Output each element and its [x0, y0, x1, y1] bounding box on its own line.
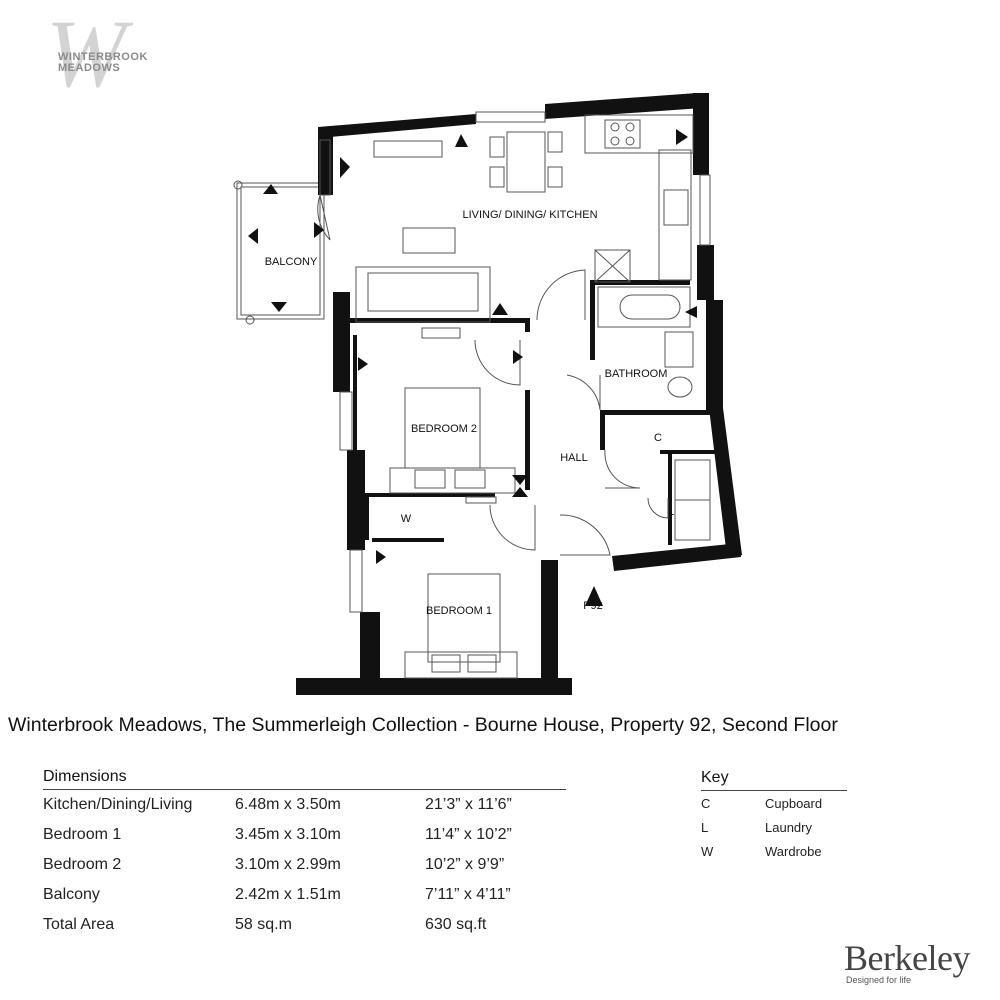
key-legend: Key C Cupboard L Laundry W Wardrobe: [701, 769, 847, 863]
floor-plan: LIVING/ DINING/ KITCHEN BALCONY BEDROOM …: [233, 93, 742, 695]
key-code: W: [701, 843, 714, 859]
dimension-metric: 3.45m x 3.10m: [235, 826, 341, 843]
room-label-living: LIVING/ DINING/ KITCHEN: [462, 209, 597, 221]
dimension-room: Balcony: [43, 886, 100, 903]
key-code: L: [701, 819, 709, 835]
windows: [319, 111, 711, 613]
dimensions-row: Kitchen/Dining/Living 6.48m x 3.50m 21’3…: [43, 790, 566, 820]
dimensions-row: Bedroom 2 3.10m x 2.99m 10’2” x 9’9”: [43, 850, 566, 880]
fixtures: [355, 114, 711, 679]
room-label-hall: HALL: [560, 452, 588, 464]
room-label-wardrobe: W: [401, 513, 412, 525]
dimension-room: Total Area: [43, 916, 115, 933]
winterbrook-meadows-logo: W WINTERBROOK MEADOWS: [38, 6, 173, 102]
key-meaning: Wardrobe: [765, 843, 822, 859]
key-meaning: Laundry: [765, 819, 812, 835]
berkeley-logo: Berkeley Designed for life: [844, 940, 974, 985]
room-label-cupboard: C: [654, 432, 662, 444]
key-meaning: Cupboard: [765, 795, 823, 811]
dimension-imperial: 10’2” x 9’9”: [425, 856, 505, 873]
key-heading: Key: [701, 769, 847, 791]
key-row: W Wardrobe: [701, 839, 847, 863]
room-label-laundry: L: [668, 506, 674, 518]
logo-line-2: MEADOWS: [58, 62, 121, 74]
dimension-imperial: 21’3” x 11’6”: [425, 796, 512, 813]
room-label-bedroom-2: BEDROOM 2: [411, 423, 477, 435]
dimension-room: Bedroom 2: [43, 856, 122, 873]
dimension-metric: 58 sq.m: [235, 916, 292, 933]
room-label-bedroom-1: BEDROOM 1: [426, 605, 492, 617]
dimension-imperial: 11’4” x 10’2”: [425, 826, 512, 843]
dimension-imperial: 7’11” x 4’11”: [425, 886, 511, 903]
brand-name: Berkeley: [844, 938, 970, 978]
entrance-label: P92: [583, 600, 603, 612]
property-title: Winterbrook Meadows, The Summerleigh Col…: [8, 714, 838, 736]
brand-tagline: Designed for life: [846, 975, 912, 985]
dimension-room: Bedroom 1: [43, 826, 122, 843]
logo-wordmark: WINTERBROOK MEADOWS: [58, 52, 148, 74]
dimensions-row: Total Area 58 sq.m 630 sq.ft: [43, 910, 566, 940]
key-code: C: [701, 795, 711, 811]
room-label-bathroom: BATHROOM: [605, 368, 668, 380]
marker-arrows: [248, 129, 697, 606]
key-row: L Laundry: [701, 815, 847, 839]
dimension-metric: 6.48m x 3.50m: [235, 796, 341, 813]
dimensions-row: Bedroom 1 3.45m x 3.10m 11’4” x 10’2”: [43, 820, 566, 850]
balcony-area: [233, 180, 325, 325]
dimension-room: Kitchen/Dining/Living: [43, 796, 193, 813]
walls: [296, 93, 742, 695]
dimensions-table: Dimensions Kitchen/Dining/Living 6.48m x…: [43, 768, 566, 940]
door-swings: [317, 193, 669, 556]
logo-line-1: WINTERBROOK: [58, 51, 148, 63]
dimension-imperial: 630 sq.ft: [425, 916, 487, 933]
dimension-metric: 2.42m x 1.51m: [235, 886, 341, 903]
logo-w-letter: W: [46, 0, 126, 107]
dimensions-heading: Dimensions: [43, 768, 566, 790]
room-label-balcony: BALCONY: [265, 256, 318, 268]
dimension-metric: 3.10m x 2.99m: [235, 856, 341, 873]
dimensions-row: Balcony 2.42m x 1.51m 7’11” x 4’11”: [43, 880, 566, 910]
key-row: C Cupboard: [701, 791, 847, 815]
